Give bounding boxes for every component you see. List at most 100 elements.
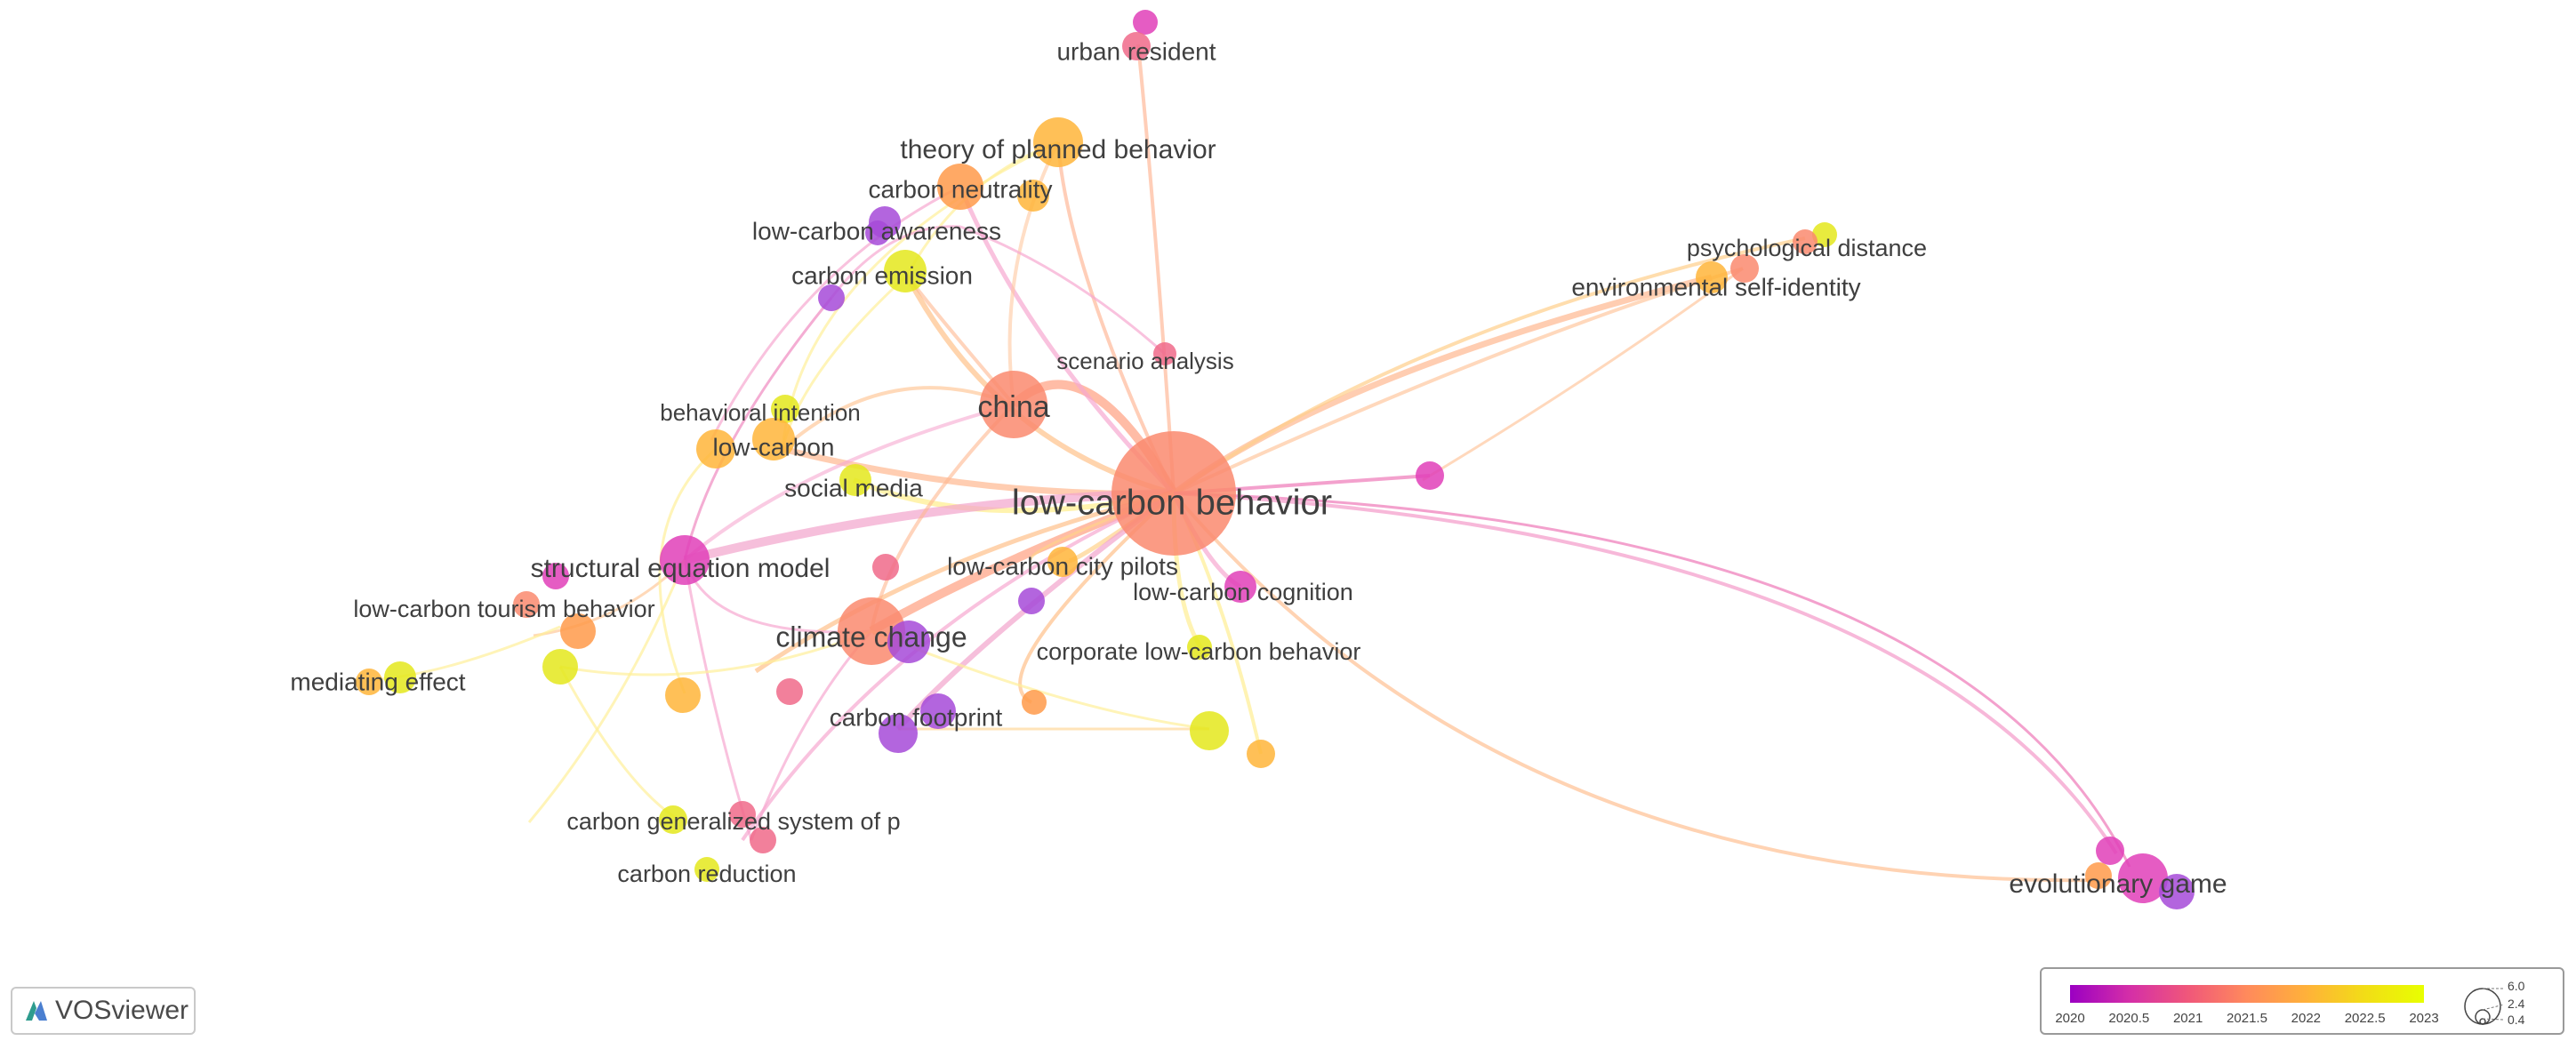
network-node[interactable] xyxy=(2096,837,2124,865)
node-label-low-carbon-tourism-behavior[interactable]: low-carbon tourism behavior xyxy=(353,596,654,622)
edge xyxy=(527,559,686,823)
network-node[interactable] xyxy=(1033,117,1083,167)
network-node[interactable] xyxy=(920,693,956,729)
network-node[interactable] xyxy=(839,464,871,496)
legend-tick-label: 2020 xyxy=(2055,1011,2084,1026)
edge xyxy=(558,666,677,820)
network-node[interactable] xyxy=(818,284,845,311)
network-node[interactable] xyxy=(1224,571,1256,603)
network-node[interactable] xyxy=(1730,254,1759,283)
node-layer xyxy=(356,10,2195,909)
network-node[interactable] xyxy=(937,164,983,210)
node-label-carbon-generalized-system[interactable]: carbon generalized system of p xyxy=(566,808,900,835)
size-legend-label: 0.4 xyxy=(2508,1013,2525,1027)
network-node[interactable] xyxy=(752,418,795,460)
node-label-scenario-analysis[interactable]: scenario analysis xyxy=(1056,348,1233,374)
network-node[interactable] xyxy=(542,563,569,589)
network-node[interactable] xyxy=(1022,690,1047,715)
node-label-carbon-footprint[interactable]: carbon footprint xyxy=(830,703,1003,731)
edge xyxy=(683,489,1175,565)
node-label-carbon-reduction[interactable]: carbon reduction xyxy=(617,861,796,887)
network-node[interactable] xyxy=(356,669,382,695)
network-node[interactable] xyxy=(771,395,799,423)
network-node[interactable] xyxy=(2085,862,2112,889)
network-node[interactable] xyxy=(1190,711,1229,750)
node-label-structural-equation-model[interactable]: structural equation model xyxy=(531,554,831,583)
network-node[interactable] xyxy=(1111,431,1236,556)
network-node[interactable] xyxy=(2159,874,2195,909)
node-label-low-carbon[interactable]: low-carbon xyxy=(713,433,835,460)
node-label-theory-of-planned-behavior[interactable]: theory of planned behavior xyxy=(900,135,1216,164)
network-node[interactable] xyxy=(665,677,701,713)
legend-tick-label: 2021.5 xyxy=(2227,1011,2267,1026)
size-legend-label: 6.0 xyxy=(2508,979,2525,993)
edge xyxy=(1172,492,2099,883)
node-label-low-carbon-cognition[interactable]: low-carbon cognition xyxy=(1133,579,1353,605)
network-node[interactable] xyxy=(884,250,927,292)
network-node[interactable] xyxy=(384,661,416,693)
legend-tick-label: 2023 xyxy=(2409,1011,2438,1026)
node-label-evolutionary-game[interactable]: evolutionary game xyxy=(2009,869,2227,899)
node-label-low-carbon-city-pilots[interactable]: low-carbon city pilots xyxy=(947,552,1178,580)
node-label-climate-change[interactable]: climate change xyxy=(775,621,967,653)
edge xyxy=(830,225,961,299)
network-node[interactable] xyxy=(513,591,540,618)
node-label-carbon-emission[interactable]: carbon emission xyxy=(791,261,973,289)
network-node[interactable] xyxy=(865,220,890,245)
edge xyxy=(959,225,1166,356)
network-node[interactable] xyxy=(660,535,710,585)
network-node[interactable] xyxy=(1122,32,1151,60)
legend-tick-label: 2022 xyxy=(2291,1011,2321,1026)
edge xyxy=(1136,44,1176,494)
network-node[interactable] xyxy=(1017,180,1049,212)
network-node[interactable] xyxy=(872,554,899,581)
network-node[interactable] xyxy=(1812,222,1837,247)
node-label-environmental-self-identity[interactable]: environmental self-identity xyxy=(1571,273,1860,300)
edge xyxy=(1173,492,2118,855)
legend-tick-label: 2020.5 xyxy=(2108,1011,2149,1026)
node-label-mediating-effect[interactable]: mediating effect xyxy=(290,668,465,695)
network-node[interactable] xyxy=(980,371,1047,438)
color-gradient-bar xyxy=(2070,985,2424,1003)
network-node[interactable] xyxy=(560,613,596,649)
network-node[interactable] xyxy=(542,649,578,685)
network-node[interactable] xyxy=(1047,547,1078,577)
size-legend-label: 2.4 xyxy=(2508,997,2525,1011)
vosviewer-logo-icon xyxy=(26,1001,47,1021)
network-node[interactable] xyxy=(879,714,918,753)
network-node[interactable] xyxy=(776,678,803,705)
edge xyxy=(1056,141,1176,494)
network-node[interactable] xyxy=(2118,853,2168,903)
node-label-low-carbon-behavior[interactable]: low-carbon behavior xyxy=(1012,484,1332,523)
edge xyxy=(1173,267,1744,495)
network-node[interactable] xyxy=(1133,10,1158,35)
node-label-psychological-distance[interactable]: psychological distance xyxy=(1687,235,1927,261)
node-label-china[interactable]: china xyxy=(977,390,1049,424)
network-node[interactable] xyxy=(696,429,735,468)
edge xyxy=(1171,274,1713,496)
node-label-low-carbon-awareness[interactable]: low-carbon awareness xyxy=(752,217,1001,244)
network-node[interactable] xyxy=(729,801,756,828)
network-node[interactable] xyxy=(1696,261,1728,293)
vosviewer-badge[interactable]: VOSviewer xyxy=(11,987,196,1035)
network-node[interactable] xyxy=(887,621,930,663)
network-node[interactable] xyxy=(1018,588,1045,614)
network-node[interactable] xyxy=(838,597,905,665)
node-label-behavioral-intention[interactable]: behavioral intention xyxy=(660,399,861,426)
network-node[interactable] xyxy=(1187,635,1212,660)
network-node[interactable] xyxy=(1247,740,1275,768)
network-node[interactable] xyxy=(1416,461,1444,490)
node-label-social-media[interactable]: social media xyxy=(784,474,923,501)
network-node[interactable] xyxy=(694,857,719,882)
network-node[interactable] xyxy=(750,827,776,853)
edge xyxy=(1007,141,1060,405)
network-node[interactable] xyxy=(659,805,687,834)
node-label-urban-resident[interactable]: urban resident xyxy=(1056,37,1216,65)
network-node[interactable] xyxy=(1793,229,1818,254)
node-label-corporate-low-carbon-behavior[interactable]: corporate low-carbon behavior xyxy=(1037,638,1361,665)
network-node[interactable] xyxy=(1153,342,1176,365)
node-label-carbon-neutrality[interactable]: carbon neutrality xyxy=(868,175,1052,203)
